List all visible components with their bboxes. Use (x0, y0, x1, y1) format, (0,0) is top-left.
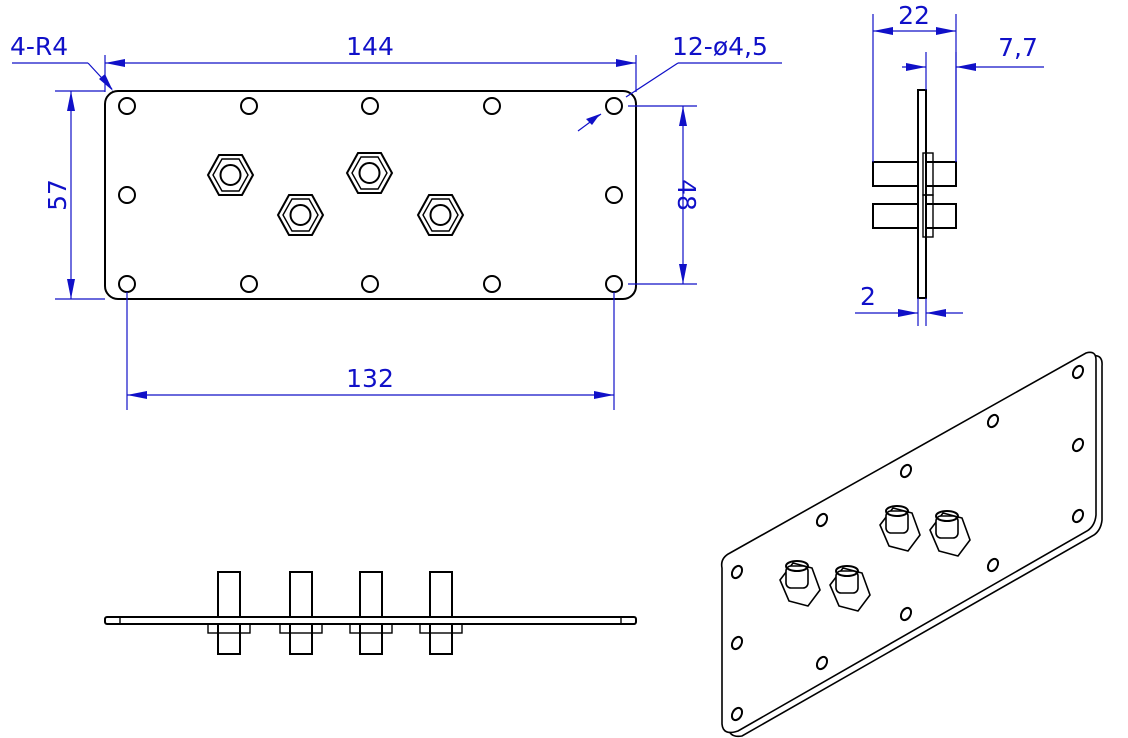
side-post (872, 152, 957, 196)
hole-span-label: 132 (346, 364, 394, 393)
hex-nut (416, 194, 465, 236)
thickness-label: 2 (860, 282, 876, 311)
bottom-view (104, 571, 637, 655)
iso-post (829, 565, 871, 612)
dimension-offset: 7,7 (902, 33, 1044, 162)
mounting-hole (361, 97, 379, 115)
side-view: 22 7,7 2 (855, 1, 1044, 326)
hex-nut (276, 194, 325, 236)
depth-label: 22 (898, 1, 930, 30)
bottom-post (279, 571, 323, 655)
iso-post (779, 560, 821, 607)
isometric-view (720, 351, 1103, 738)
bottom-post (207, 571, 251, 655)
mounting-hole (605, 275, 623, 293)
hole-height-label: 48 (672, 179, 701, 211)
mounting-hole (483, 275, 501, 293)
mounting-hole (605, 97, 623, 115)
mounting-holes (118, 97, 623, 293)
iso-post (929, 510, 971, 557)
hex-nut (345, 152, 394, 194)
mounting-hole (483, 97, 501, 115)
dimension-thickness: 2 (855, 282, 963, 326)
bottom-post (349, 571, 393, 655)
hex-nuts (206, 152, 465, 236)
offset-label: 7,7 (998, 33, 1038, 62)
width-label: 144 (346, 32, 394, 61)
bottom-post (419, 571, 463, 655)
dimension-hole-span: 132 (126, 292, 615, 410)
bottom-plate (104, 616, 637, 625)
height-label: 57 (43, 179, 72, 211)
hex-nut (206, 154, 255, 196)
mounting-hole (240, 275, 258, 293)
mounting-hole (118, 97, 136, 115)
dimension-hole-height: 48 (628, 105, 701, 285)
mounting-hole (361, 275, 379, 293)
corner-radius-label: 4-R4 (10, 32, 68, 61)
front-view: 144 4-R4 12-ø4,5 57 (10, 32, 782, 410)
hole-label: 12-ø4,5 (672, 32, 768, 61)
mounting-hole (118, 186, 136, 204)
dimension-depth: 22 (872, 1, 957, 162)
side-post (872, 194, 957, 238)
mounting-hole (118, 275, 136, 293)
side-plate (917, 89, 927, 299)
plate-outline (104, 90, 637, 300)
iso-post (879, 505, 921, 552)
mounting-hole (605, 186, 623, 204)
dimension-width: 144 (104, 32, 637, 92)
mounting-hole (240, 97, 258, 115)
iso-mounting-holes (730, 364, 1085, 722)
dimension-height: 57 (43, 90, 105, 300)
dimension-corner-radius: 4-R4 (10, 32, 113, 91)
iso-posts (779, 505, 971, 612)
dimension-hole: 12-ø4,5 (577, 32, 782, 132)
